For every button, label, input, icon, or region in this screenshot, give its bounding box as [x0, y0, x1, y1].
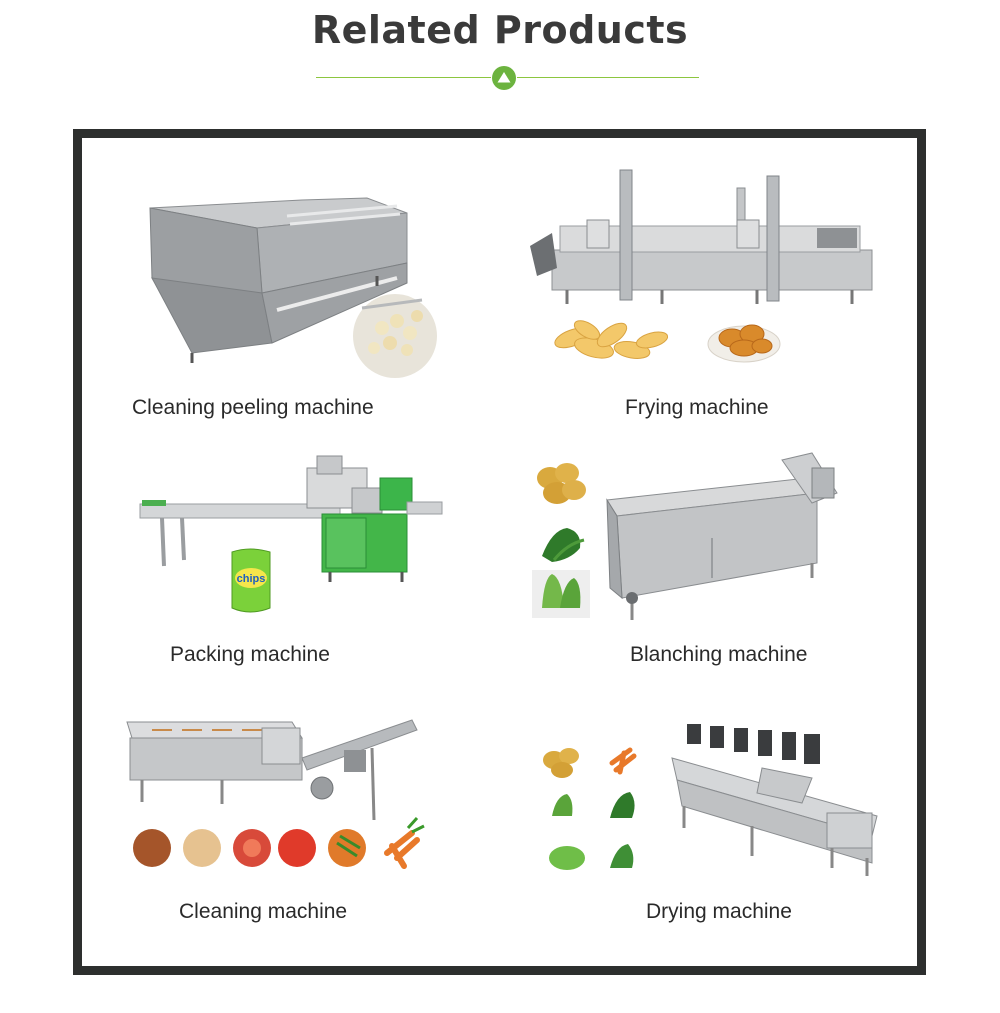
up-arrow-icon — [492, 66, 516, 90]
product-label[interactable]: Blanching machine — [630, 643, 808, 666]
chips-bag-label: chips — [237, 573, 266, 585]
product-label[interactable]: Packing machine — [170, 643, 330, 666]
product-card-frying[interactable]: Frying machine — [512, 158, 912, 428]
product-card-cleaning[interactable]: Cleaning machine — [112, 708, 512, 978]
product-card-drying[interactable]: Drying machine — [512, 708, 912, 978]
cleaning-machine-image — [126, 719, 425, 869]
products-frame: Cleaning peeling machine — [73, 129, 926, 975]
product-card-blanching[interactable]: Blanching machine — [512, 448, 912, 718]
title-divider-right — [517, 77, 699, 78]
product-label[interactable]: Frying machine — [625, 396, 769, 419]
product-card-peeling[interactable]: Cleaning peeling machine — [112, 158, 512, 428]
product-card-packing[interactable]: chips Packing machine — [112, 448, 512, 718]
blanching-machine-image — [532, 452, 838, 620]
frying-machine-image — [530, 169, 873, 363]
peeling-machine-image — [149, 197, 437, 378]
drying-machine-image — [543, 724, 878, 876]
product-label[interactable]: Cleaning machine — [179, 900, 348, 923]
section-title: Related Products — [311, 8, 689, 52]
product-label[interactable]: Drying machine — [646, 900, 792, 923]
product-label[interactable]: Cleaning peeling machine — [132, 396, 374, 419]
title-divider-left — [316, 77, 491, 78]
packing-machine-image: chips — [139, 455, 443, 613]
